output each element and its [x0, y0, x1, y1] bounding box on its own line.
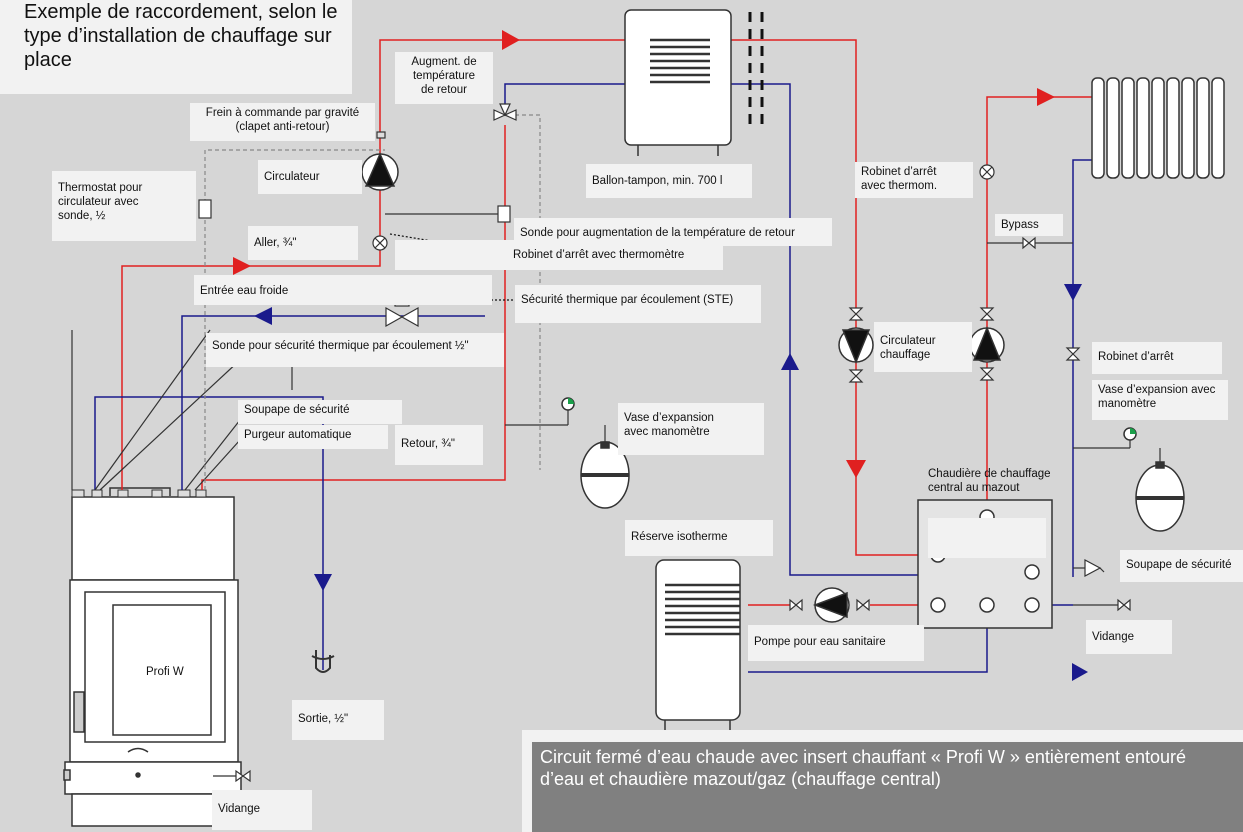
- label-cold-water-inlet: Entrée eau froide: [194, 275, 492, 305]
- expansion-vessel-right: [1123, 427, 1185, 532]
- label-thermal-safety-ste: Sécurité thermique par écoulement (STE): [515, 285, 761, 323]
- label-drain-left: Vidange: [212, 790, 312, 830]
- radiator: [1091, 77, 1225, 179]
- flow-arrows-red: [233, 30, 1055, 478]
- storage-tank: [655, 559, 741, 730]
- label-safety-valve-left: Soupape de sécurité: [238, 400, 402, 424]
- label-sanitary-pump: Pompe pour eau sanitaire: [748, 625, 924, 661]
- label-stop-valve-right: Robinet d’arrêt: [1092, 342, 1222, 374]
- label-safety-valve-right: Soupape de sécurité: [1120, 550, 1243, 582]
- flow-arrows-blue: [254, 284, 1088, 681]
- label-drain-right: Vidange: [1086, 620, 1172, 654]
- label-augment-temperature: Augment. de température de retour: [395, 52, 493, 104]
- label-bypass: Bypass: [995, 214, 1063, 236]
- stove-profi-w: [63, 487, 242, 827]
- siphon-outlet: [311, 650, 335, 673]
- label-thermostat: Thermostat pour circulateur avec sonde, …: [52, 171, 196, 241]
- chimney-lines: [748, 12, 764, 130]
- label-heating-circulator: Circulateur chauffage: [874, 322, 972, 372]
- label-expansion-vessel-left: Vase d’expansion avec manomètre: [618, 403, 764, 455]
- label-outlet: Sortie, ½": [292, 700, 384, 740]
- footer-caption: Circuit fermé d’eau chaude avec insert c…: [532, 742, 1243, 832]
- label-profi-w: Profi W: [140, 662, 200, 682]
- label-storage-tank: Réserve isotherme: [625, 520, 773, 556]
- label-expansion-vessel-right: Vase d’expansion avec manomètre: [1092, 380, 1228, 420]
- diagram-title: Exemple de raccordement, selon le type d…: [0, 0, 352, 94]
- pumps: [361, 152, 1005, 623]
- label-stop-valve-thermometer: Robinet d’arrêt avec thermomètre: [395, 240, 723, 270]
- label-boiler-panel: [928, 518, 1046, 558]
- label-buffer-tank: Ballon-tampon, min. 700 l: [586, 164, 752, 198]
- label-gravity-brake: Frein à commande par gravité (clapet ant…: [190, 103, 375, 141]
- label-boiler: Chaudière de chauffage central au mazout: [928, 468, 1051, 494]
- label-circulator: Circulateur: [258, 160, 362, 194]
- label-auto-air-vent: Purgeur automatique: [238, 425, 388, 449]
- label-supply-pipe: Aller, ¾": [248, 226, 358, 260]
- footer-caption-panel: Circuit fermé d’eau chaude avec insert c…: [522, 730, 1243, 832]
- stove-top-connectors: [71, 489, 207, 498]
- dashed-control-lines: [204, 114, 541, 490]
- misc-pipes: [71, 213, 1161, 777]
- expansion-vessel-left: [561, 397, 630, 509]
- label-return-pipe: Retour, ¾": [395, 425, 483, 465]
- label-stop-valve-thermom: Robinet d’arrêt avec thermom.: [855, 162, 973, 198]
- buffer-tank: [624, 9, 732, 156]
- label-ste-probe: Sonde pour sécurité thermique par écoule…: [206, 333, 504, 367]
